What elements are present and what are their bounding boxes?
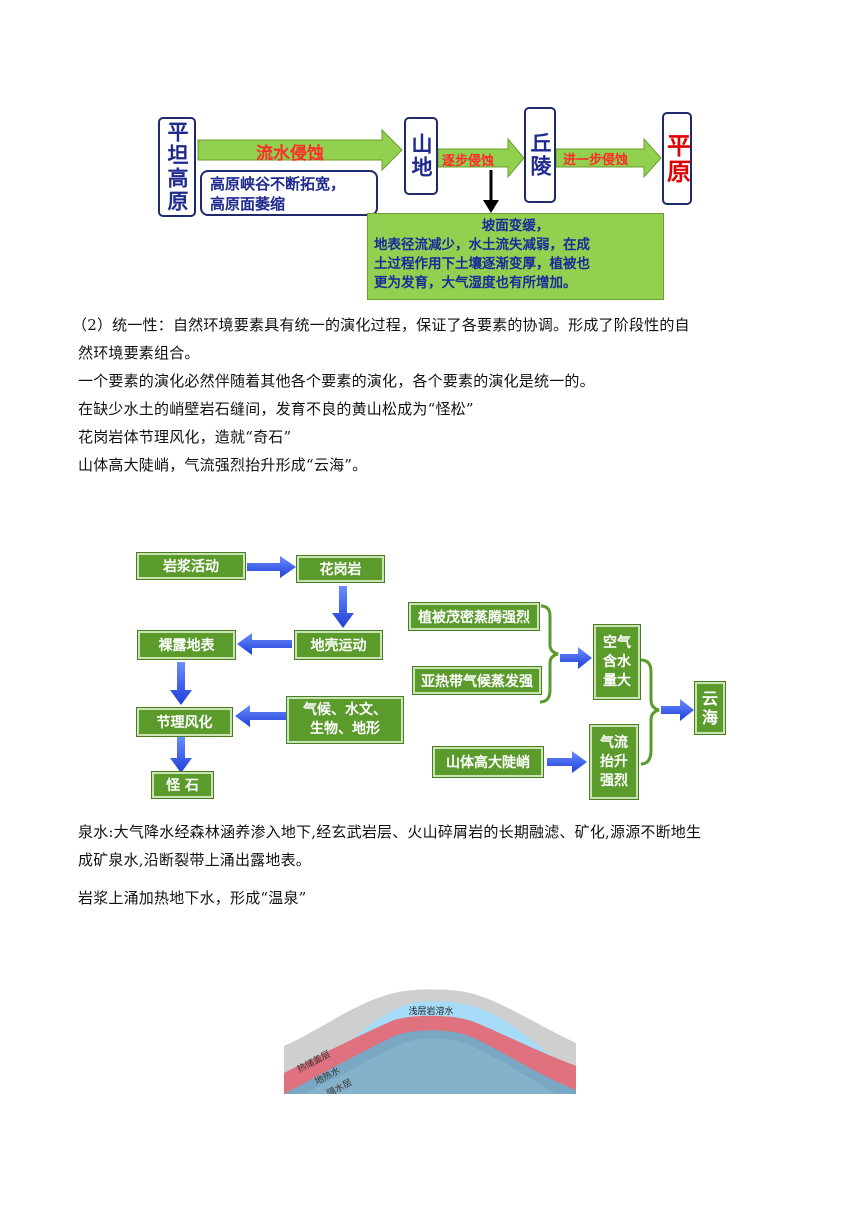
joint-weathering-box: 节理风化 [136,707,233,737]
note1-line1: 高原峡谷不断拓宽， [210,175,346,193]
box-mountain: 山地 [404,117,438,195]
arrow-exposed-weathering [170,662,192,705]
arrow-granite-crust [332,586,354,628]
magma-activity-box: 岩浆活动 [136,552,246,580]
box-flat-plateau-label: 平坦高原 [165,121,189,213]
label-shallow-water: 浅层岩溶水 [408,1005,453,1017]
factors-line1: 气候、水文、 [303,702,387,718]
lift-line1: 气流 [600,734,628,751]
arrow2-label: 逐步侵蚀 [442,154,495,169]
plateau-change-note: 高原峡谷不断拓宽， 高原面萎缩 [200,170,378,216]
down-arrow-head [483,200,499,213]
brace-1 [539,604,559,704]
air-line1: 空气 [603,634,631,651]
factors-line2: 生物、地形 [310,721,380,737]
arrow-to-lift [547,751,587,773]
arrow-factors-weathering [235,705,288,727]
mineral-spring-line2: 成矿泉水,沿断裂带上涌出露地表。 [78,851,311,869]
air-moisture-box: 空气 含水 量大 [593,624,641,700]
arrow-magma-granite [247,556,296,578]
box-plain-label: 平原 [662,132,691,185]
factors-box: 气候、水文、 生物、地形 [286,696,404,744]
lift-line3: 强烈 [600,772,628,789]
arrow-to-cloud [661,699,694,721]
air-line2: 含水 [603,653,631,670]
exposed-surface-box: 裸露地表 [137,630,236,660]
arrow-erosion-3 [555,137,662,179]
strange-rock-para: 花岗岩体节理风化，造就“奇石” [78,428,292,446]
box-plain: 平原 [662,112,692,205]
mineral-spring-line1: 泉水:大气降水经森林涵养渗入地下,经玄武岩层、火山碎屑岩的长期融滤、矿化,源源不… [78,823,702,841]
lift-line2: 抬升 [600,753,628,770]
box-flat-plateau: 平坦高原 [158,117,196,217]
crust-movement-box: 地壳运动 [294,630,383,660]
geothermal-section-svg: 浅层岩溶水 热储盖层 地热水 隔水层 [284,989,576,1094]
note2-line3: 土过程作用下土壤逐渐变厚，植被也 [374,256,590,272]
diagram2-connectors [170,556,694,773]
box-hills-label: 丘陵 [528,132,552,178]
sea-of-clouds-para: 山体高大陡峭，气流强烈抬升形成“云海”。 [78,456,368,474]
sea-of-clouds-box: 云 海 [694,681,726,735]
unity-para-line2: 然环境要素组合。 [78,344,200,362]
note1-line2: 高原面萎缩 [210,195,286,213]
note2-line4: 更为发育，大气湿度也有所增加。 [374,275,577,291]
subtropical-climate-box: 亚热带气候蒸发强 [412,666,542,695]
note2-line1: 坡面变缓， [481,218,550,234]
arrow-weathering-rock [170,737,192,773]
element-evolution-para: 一个要素的演化必然伴随着其他各个要素的演化，各个要素的演化是统一的。 [78,372,595,390]
diagram1-arrows [197,128,662,213]
vegetation-box: 植被茂密蒸腾强烈 [408,602,540,631]
cloud-line1: 云 [701,689,718,708]
unity-para-line1: （2）统一性：自然环境要素具有统一的演化过程，保证了各要素的协调。形成了阶段性的… [72,316,690,334]
arrow-erosion-1 [197,128,403,172]
slope-effect-note: 坡面变缓， 地表径流减少，水土流失减弱，在成 土过程作用下土壤逐渐变厚，植被也 … [367,213,664,300]
air-line3: 量大 [603,672,631,689]
strange-rock-box: 怪 石 [151,771,214,799]
strange-pine-para: 在缺少水土的峭壁岩石缝间，发育不良的黄山松成为“怪松” [78,400,474,418]
brace-2 [640,658,660,766]
arrow-crust-exposed [237,633,292,655]
air-lift-box: 气流 抬升 强烈 [589,724,639,800]
box-mountain-label: 山地 [409,133,433,179]
granite-box: 花岗岩 [296,555,385,583]
tall-mountain-box: 山体高大陡峭 [432,746,544,778]
hot-spring-para: 岩浆上涌加热地下水，形成“温泉” [78,889,307,907]
arrow-erosion-2 [437,137,525,179]
arrow1-label: 流水侵蚀 [256,144,324,164]
box-hills: 丘陵 [524,107,556,203]
arrow-to-air [560,647,592,669]
arrow3-label: 进一步侵蚀 [563,153,629,168]
note2-line2: 地表径流减少，水土流失减弱，在成 [374,237,590,253]
cloud-line2: 海 [701,708,718,727]
